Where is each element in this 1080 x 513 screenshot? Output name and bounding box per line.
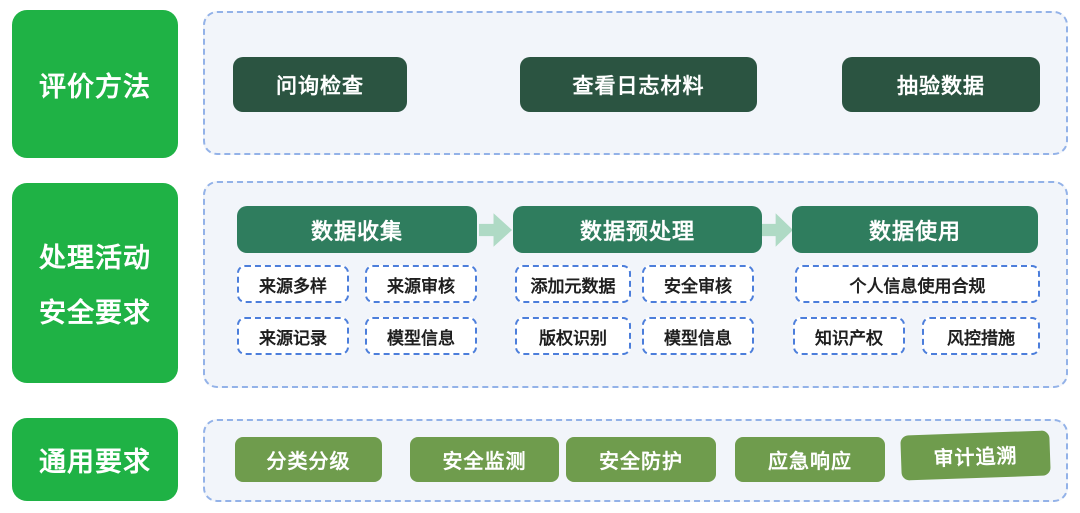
- node-inquiry-check: 问询检查: [233, 57, 407, 112]
- req-item-add-metadata: 添加元数据: [515, 265, 631, 303]
- node-emergency-response: 应急响应: [735, 437, 885, 482]
- row-label-text-line2: 安全要求: [39, 298, 151, 328]
- req-item-model-info: 模型信息: [365, 317, 477, 355]
- req-item-copyright-identify: 版权识别: [515, 317, 631, 355]
- req-item-model-info: 模型信息: [642, 317, 754, 355]
- node-security-protection: 安全防护: [566, 437, 716, 482]
- stage-header-data-use: 数据使用: [792, 206, 1038, 253]
- row-label-text: 通用要求: [39, 447, 151, 477]
- row-label-general-requirements: 通用要求: [12, 418, 178, 501]
- stage-header-data-collection: 数据收集: [237, 206, 477, 253]
- node-view-log-materials: 查看日志材料: [520, 57, 757, 112]
- req-item-source-diversity: 来源多样: [237, 265, 349, 303]
- node-security-monitoring: 安全监测: [410, 437, 559, 482]
- row-label-processing-requirements: 处理活动 安全要求: [12, 183, 178, 383]
- row-label-text: 评价方法: [39, 71, 151, 102]
- req-item-source-record: 来源记录: [237, 317, 349, 355]
- node-sample-data-check: 抽验数据: [842, 57, 1040, 112]
- req-item-source-review: 来源审核: [365, 265, 477, 303]
- req-item-intellectual-property: 知识产权: [793, 317, 905, 355]
- row-label-text-line1: 处理活动: [39, 243, 151, 273]
- req-item-security-review: 安全审核: [642, 265, 754, 303]
- node-audit-traceability: 审计追溯: [900, 430, 1051, 481]
- req-item-risk-control: 风控措施: [922, 317, 1040, 355]
- stage-header-data-preprocessing: 数据预处理: [513, 206, 762, 253]
- row-label-evaluation-methods: 评价方法: [12, 10, 178, 158]
- req-item-personal-info-compliance: 个人信息使用合规: [795, 265, 1040, 303]
- node-classification-grading: 分类分级: [235, 437, 382, 482]
